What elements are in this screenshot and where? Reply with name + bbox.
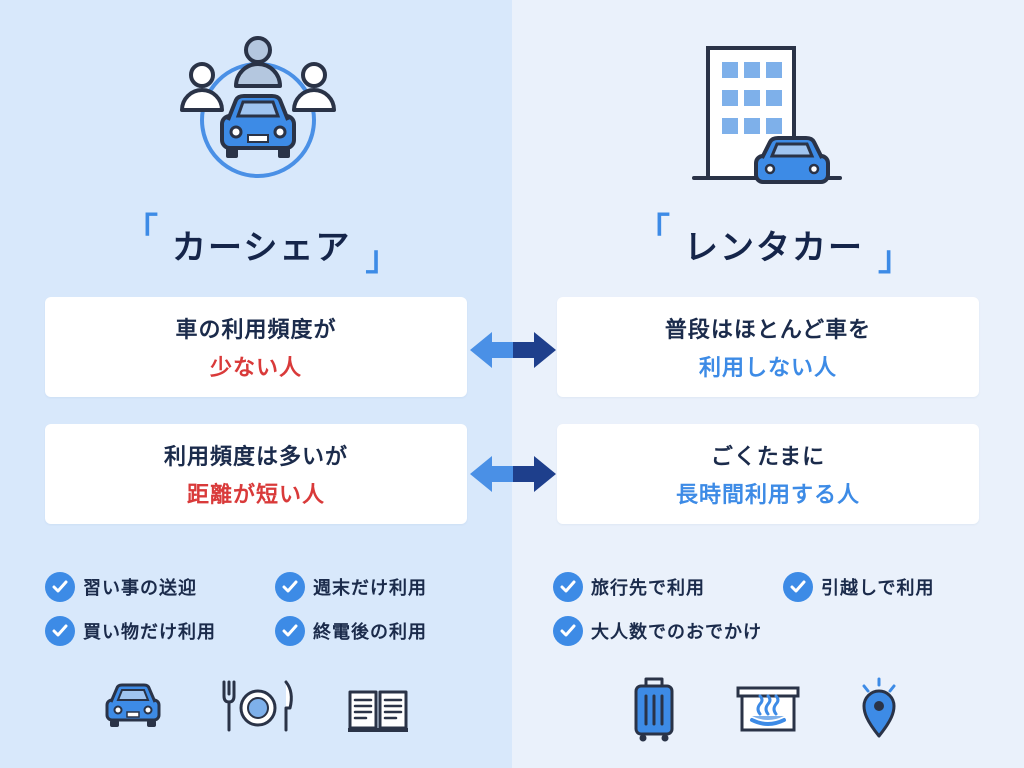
checklist-label: 旅行先で利用 bbox=[591, 578, 705, 599]
checklist-item: 大人数でのおでかけ bbox=[553, 616, 762, 646]
checklist-item: 買い物だけ利用 bbox=[45, 616, 216, 646]
check-icon bbox=[45, 572, 75, 602]
carshare-card-1: 車の利用頻度が 少ない人 bbox=[45, 297, 467, 397]
card-line2: 距離が短い人 bbox=[186, 483, 325, 508]
checklist-label: 終電後の利用 bbox=[313, 622, 427, 643]
check-icon bbox=[45, 616, 75, 646]
checklist-label: 買い物だけ利用 bbox=[83, 622, 216, 643]
checklist-label: 週末だけ利用 bbox=[313, 578, 427, 599]
card-line1: ごくたまに bbox=[710, 445, 826, 470]
open-bracket: 「 bbox=[636, 210, 670, 251]
check-icon bbox=[783, 572, 813, 602]
open-bracket: 「 bbox=[124, 210, 158, 251]
hot-spring-icon bbox=[736, 686, 800, 732]
rental-card-1: 普段はほとんど車を 利用しない人 bbox=[557, 297, 979, 397]
location-pin-icon bbox=[862, 677, 896, 738]
check-icon bbox=[553, 572, 583, 602]
check-icon bbox=[553, 616, 583, 646]
car-sharing-group-icon bbox=[180, 36, 336, 178]
check-icon bbox=[275, 616, 305, 646]
checklist-item: 終電後の利用 bbox=[275, 616, 427, 646]
carshare-card-2: 利用頻度は多いが 距離が短い人 bbox=[45, 424, 467, 524]
rental-title: 「 レンタカー 」 bbox=[636, 214, 912, 276]
close-bracket: 」 bbox=[878, 238, 912, 279]
double-arrow-icon bbox=[470, 456, 556, 492]
check-icon bbox=[275, 572, 305, 602]
suitcase-icon bbox=[634, 677, 674, 742]
card-line1: 普段はほとんど車を bbox=[664, 318, 872, 343]
checklist-item: 週末だけ利用 bbox=[275, 572, 427, 602]
checklist-item: 習い事の送迎 bbox=[45, 572, 197, 602]
checklist-item: 旅行先で利用 bbox=[553, 572, 705, 602]
card-line2: 少ない人 bbox=[209, 356, 302, 381]
checklist-label: 引越しで利用 bbox=[821, 578, 935, 599]
book-icon bbox=[348, 690, 408, 732]
card-line1: 利用頻度は多いが bbox=[163, 445, 348, 470]
dining-icon bbox=[222, 680, 293, 732]
close-bracket: 」 bbox=[365, 238, 400, 279]
checklist-item: 引越しで利用 bbox=[783, 572, 934, 602]
card-line1: 車の利用頻度が bbox=[175, 318, 337, 343]
rental-building-car-icon bbox=[692, 46, 842, 184]
rental-title-text: レンタカー bbox=[684, 228, 864, 268]
card-line2: 長時間利用する人 bbox=[675, 483, 860, 508]
car-icon bbox=[105, 683, 161, 727]
card-line2: 利用しない人 bbox=[698, 356, 837, 381]
double-arrow-icon bbox=[470, 332, 556, 368]
checklist-label: 大人数でのおでかけ bbox=[591, 622, 762, 643]
rental-card-2: ごくたまに 長時間利用する人 bbox=[557, 424, 979, 524]
carshare-title: 「 カーシェア 」 bbox=[124, 214, 399, 276]
carshare-title-text: カーシェア bbox=[172, 228, 352, 268]
checklist-label: 習い事の送迎 bbox=[83, 578, 197, 599]
